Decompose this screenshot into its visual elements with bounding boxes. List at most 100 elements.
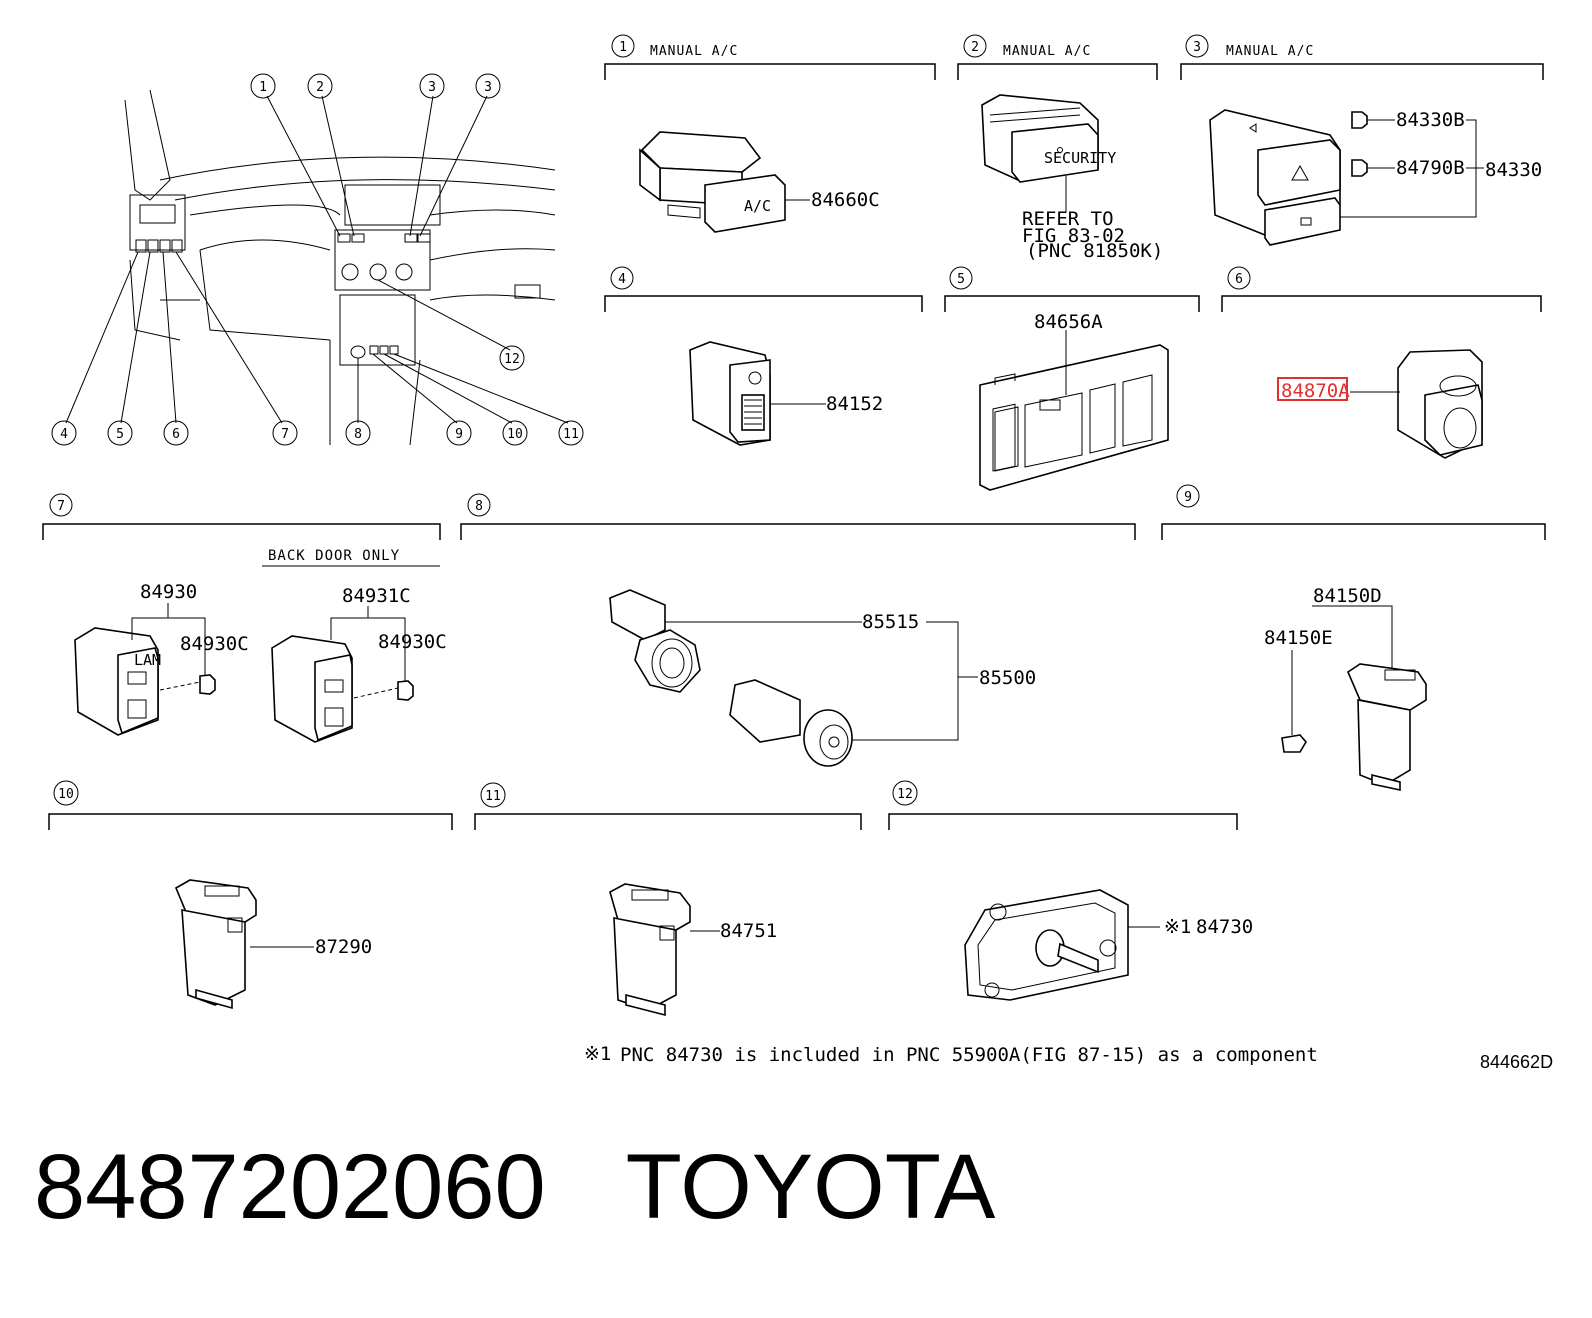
part-84330B: 84330B [1396,109,1465,131]
svg-text:8: 8 [475,499,483,514]
part-84656A: 84656A [1034,311,1103,333]
overview-callout-6: 6 [163,420,189,446]
section-3-header: 3 MANUAL A/C [1180,34,1544,80]
note-mark-12: ※1 [1164,916,1191,938]
overview-callout-3b: 3 [475,73,501,99]
section-11-header: 11 [474,782,862,830]
svg-text:12: 12 [504,352,520,367]
svg-text:11: 11 [485,789,501,804]
part-87290: 87290 [315,936,372,958]
svg-text:4: 4 [60,427,68,442]
section-5-bezel: 84656A [979,311,1169,491]
section-9-switch: 84150D 84150E [1264,585,1427,791]
refer-line3: (PNC 81850K) [1026,240,1163,262]
section-11-switch: 84751 [609,883,777,1017]
svg-text:3: 3 [484,80,492,95]
svg-text:10: 10 [507,427,523,442]
section-7-switches: BACK DOOR ONLY LAM 84930 84930C 84931C 8… [74,548,447,743]
svg-text:6: 6 [1235,272,1243,287]
part-84870A: 84870A [1281,380,1350,402]
diagram-code: 844662D [1480,1052,1553,1072]
svg-text:5: 5 [116,427,124,442]
section-12-switch: ※1 84730 [964,889,1253,1001]
svg-text:2: 2 [316,80,324,95]
part-84930C-a: 84930C [180,633,249,655]
overview-callout-11: 11 [558,420,584,446]
svg-text:3: 3 [1193,40,1201,55]
dashboard-overview: 1 2 3 3 4 5 6 7 8 9 10 11 12 [51,73,584,446]
svg-text:9: 9 [1184,490,1192,505]
overview-callout-2: 2 [307,73,333,99]
overview-callout-9: 9 [446,420,472,446]
part-84150D: 84150D [1313,585,1382,607]
svg-text:7: 7 [281,427,289,442]
part-84870A-highlight [1277,377,1348,401]
section-3-switch: 84330B 84790B 84330 [1209,109,1542,246]
svg-text:2: 2 [971,40,979,55]
part-84150E: 84150E [1264,627,1333,649]
part-number: 8487202060 [34,1136,546,1238]
clip-84330B [1351,111,1395,129]
svg-text:1: 1 [259,80,267,95]
overview-callout-12: 12 [499,345,525,371]
svg-text:6: 6 [172,427,180,442]
part-84751: 84751 [720,920,777,942]
svg-text:8: 8 [354,427,362,442]
svg-text:7: 7 [57,499,65,514]
section-9-header: 9 [1161,484,1546,540]
section-10-switch: 87290 [174,879,372,1010]
section-2-header: 2 MANUAL A/C [957,34,1158,80]
section-10-header: 10 [48,780,453,830]
overview-callout-3a: 3 [419,73,445,99]
footnote-text: PNC 84730 is included in PNC 55900A(FIG … [620,1044,1318,1066]
svg-text:MANUAL A/C: MANUAL A/C [1226,44,1314,59]
section-6-switch: 84870A [1277,349,1483,459]
svg-text:MANUAL A/C: MANUAL A/C [1003,44,1091,59]
section-4-header: 4 [604,266,923,312]
overview-callout-7: 7 [272,420,298,446]
overview-callout-4: 4 [51,420,77,446]
refer-line2: FIG 83-02 [1022,225,1125,247]
overview-callout-8: 8 [345,420,371,446]
svg-text:11: 11 [563,427,579,442]
svg-text:12: 12 [897,787,913,802]
overview-callout-5: 5 [107,420,133,446]
section-1-header: 1 MANUAL A/C [604,34,936,80]
refer-line1: REFER TO [1022,208,1114,230]
part-84330: 84330 [1485,159,1542,181]
svg-text:LAM: LAM [134,651,161,669]
section-7-header: 7 [42,493,441,540]
section-4-switch: 84152 [689,341,883,446]
part-84931C: 84931C [342,585,411,607]
note-mark: ※1 [584,1043,611,1065]
part-85515: 85515 [862,611,919,633]
section-8-header: 8 [460,493,1136,540]
part-84152: 84152 [826,393,883,415]
footer: 8487202060 TOYOTA [34,1135,1075,1245]
svg-text:5: 5 [957,272,965,287]
part-84790B: 84790B [1396,157,1465,179]
section-5-header: 5 [944,266,1200,312]
overview-callout-10: 10 [502,420,528,446]
svg-text:4: 4 [618,272,626,287]
section-headers: 1 MANUAL A/C 2 MANUAL A/C 3 MANUAL A/C 4… [42,34,1546,830]
part-84660C: 84660C [811,189,880,211]
overview-callout-1: 1 [250,73,276,99]
svg-text:MANUAL A/C: MANUAL A/C [650,44,738,59]
part-85500: 85500 [979,667,1036,689]
brand-name: TOYOTA [625,1136,996,1238]
section-1-switch: A/C 84660C [639,131,880,233]
back-door-only-label: BACK DOOR ONLY [268,548,400,564]
part-84730: 84730 [1196,916,1253,938]
part-84930: 84930 [140,581,197,603]
clip-84790B [1351,159,1395,177]
svg-text:3: 3 [428,80,436,95]
section-8-cigar-lighter: 85515 85500 [609,589,1036,767]
part-84930C-b: 84930C [378,631,447,653]
section-6-header: 6 [1221,266,1542,312]
section-2-switch: SECURITY REFER TO FIG 83-02 (PNC 81850K) [981,94,1163,262]
section-12-header: 12 [888,780,1238,830]
svg-text:9: 9 [455,427,463,442]
svg-text:1: 1 [619,40,627,55]
